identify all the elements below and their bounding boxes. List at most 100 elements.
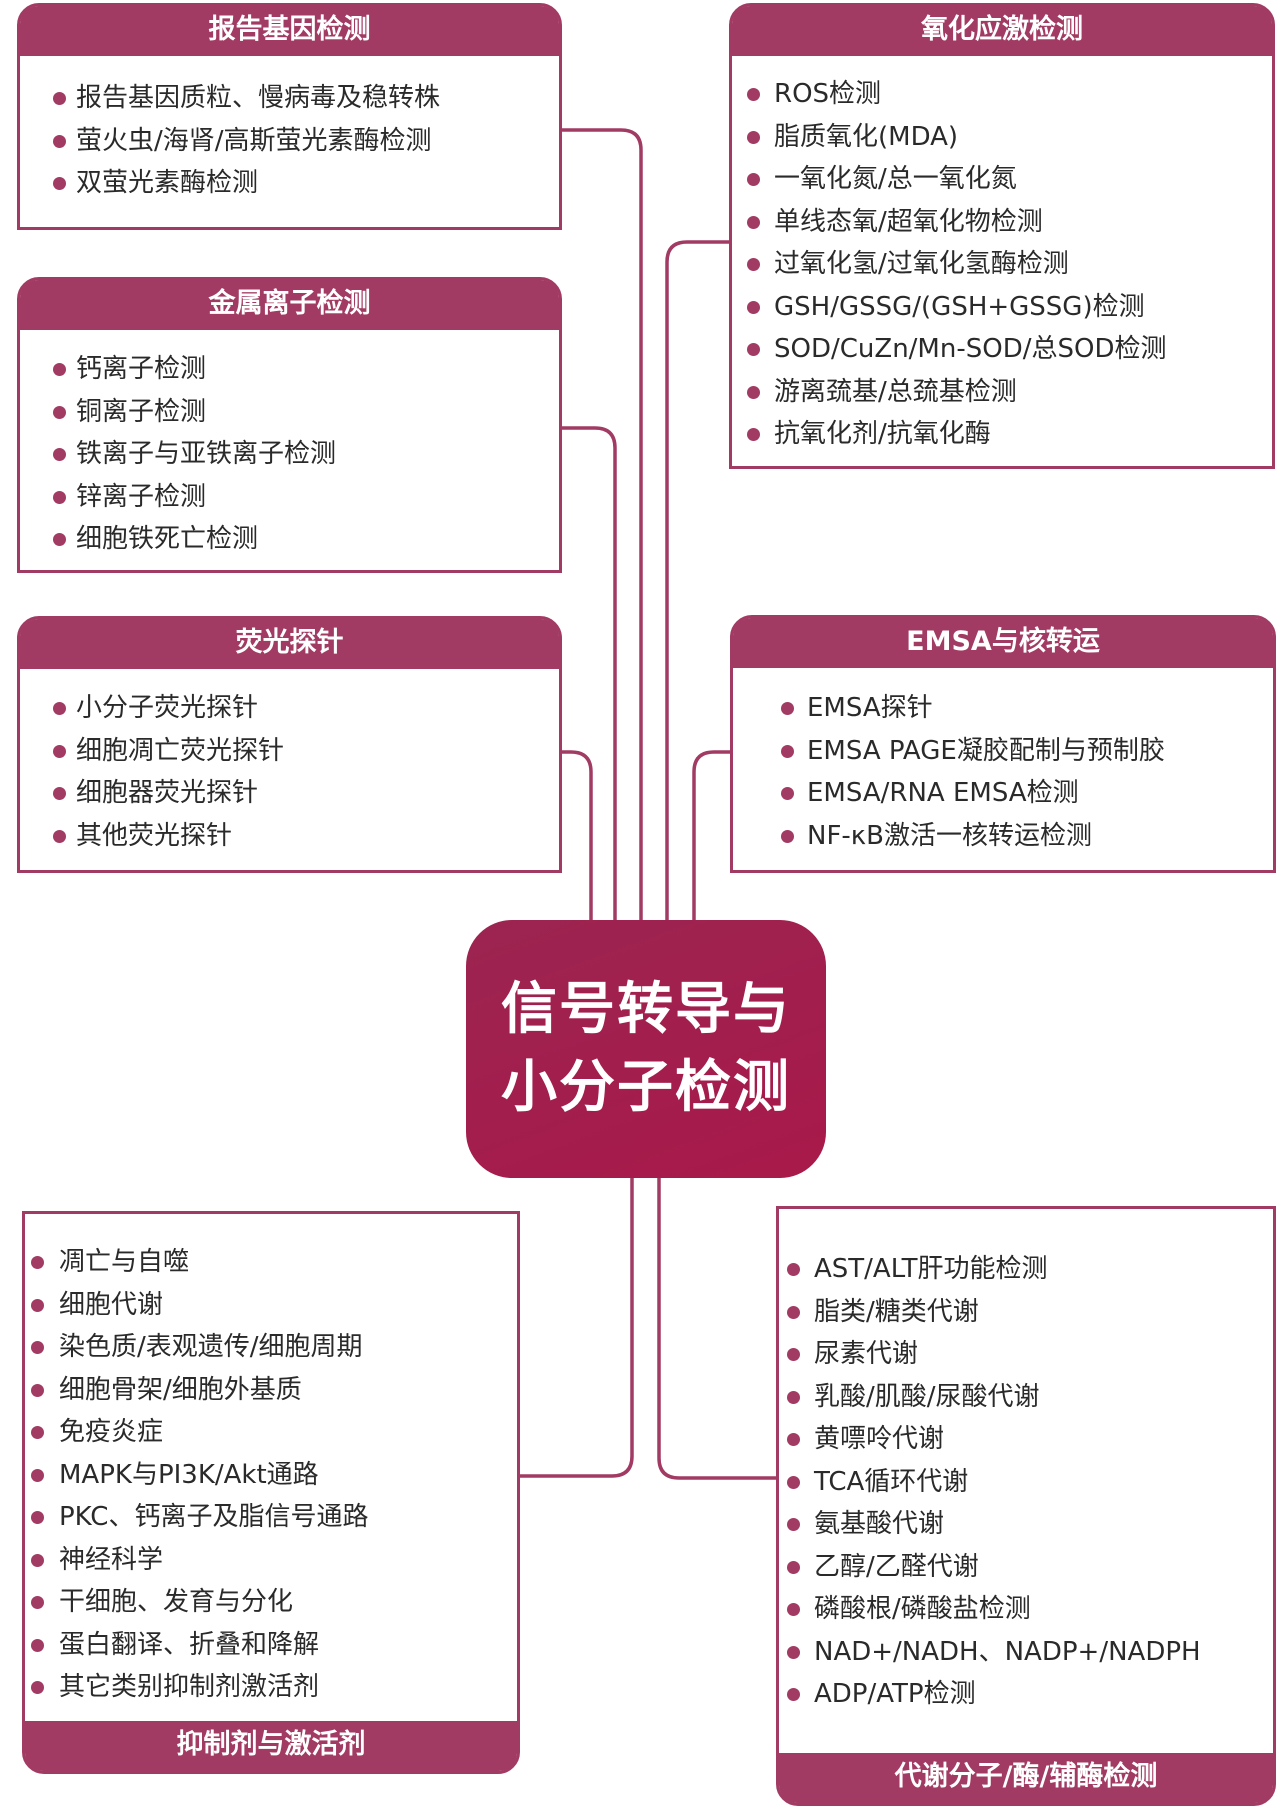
bullet-icon bbox=[747, 385, 760, 399]
bullet-icon bbox=[787, 1688, 800, 1701]
list-item-label: 氨基酸代谢 bbox=[814, 1509, 945, 1539]
box-metal-ion: 金属离子检测 钙离子检测铜离子检测铁离子与亚铁离子检测锌离子检测细胞铁死亡检测 bbox=[17, 277, 562, 573]
box-fluorescent-probe: 荧光探针 小分子荧光探针细胞凋亡荧光探针细胞器荧光探针其他荧光探针 bbox=[17, 616, 562, 873]
bullet-icon bbox=[787, 1348, 800, 1361]
bullet-icon bbox=[747, 300, 760, 314]
bullet-icon bbox=[53, 787, 66, 800]
list-item-label: AST/ALT肝功能检测 bbox=[814, 1254, 1048, 1284]
list-item-label: TCA循环代谢 bbox=[814, 1466, 969, 1497]
bullet-icon bbox=[787, 1305, 800, 1319]
list-item-label: 抗氧化剂/抗氧化酶 bbox=[774, 419, 991, 449]
list-item-label: SOD/CuZn/Mn-SOD/总SOD检测 bbox=[774, 334, 1167, 364]
list-item: 磷酸根/磷酸盐检测 bbox=[779, 1588, 1273, 1631]
connector-emsa bbox=[692, 750, 730, 920]
list-item: 细胞代谢 bbox=[25, 1284, 517, 1327]
box-title: EMSA与核转运 bbox=[733, 618, 1273, 668]
bullet-icon bbox=[787, 1390, 800, 1404]
list-item: 细胞器荧光探针 bbox=[20, 772, 559, 815]
list-item-label: 乙醇/乙醛代谢 bbox=[814, 1551, 979, 1582]
list-item-label: 细胞代谢 bbox=[59, 1289, 164, 1320]
list-item: 萤火虫/海肾/高斯萤光素酶检测 bbox=[20, 120, 559, 163]
bullet-icon bbox=[53, 829, 66, 843]
list-item: 蛋白翻译、折叠和降解 bbox=[25, 1624, 517, 1667]
connector-metabolism bbox=[657, 1178, 776, 1480]
bullet-icon bbox=[781, 702, 794, 715]
list-item-label: 尿素代谢 bbox=[814, 1339, 919, 1369]
list-item: 氨基酸代谢 bbox=[779, 1503, 1273, 1546]
box-title: 金属离子检测 bbox=[20, 280, 559, 330]
list-item: EMSA探针 bbox=[733, 687, 1273, 730]
list-item-label: 铁离子与亚铁离子检测 bbox=[76, 439, 337, 469]
list-item-label: 双萤光素酶检测 bbox=[76, 168, 259, 198]
list-item: 染色质/表观遗传/细胞周期 bbox=[25, 1326, 517, 1369]
list-item: TCA循环代谢 bbox=[779, 1461, 1273, 1504]
list-item: ROS检测 bbox=[732, 73, 1272, 116]
bullet-icon bbox=[31, 1596, 44, 1609]
bullet-icon bbox=[747, 130, 760, 144]
bullet-icon bbox=[747, 258, 760, 271]
box-title: 荧光探针 bbox=[20, 619, 559, 669]
list-item-label: EMSA探针 bbox=[807, 693, 933, 723]
box-reporter-gene: 报告基因检测 报告基因质粒、慢病毒及稳转株萤火虫/海肾/高斯萤光素酶检测双萤光素… bbox=[17, 3, 562, 230]
bullet-icon bbox=[31, 1638, 44, 1652]
bullet-icon bbox=[747, 215, 760, 229]
list-item: 一氧化氮/总一氧化氮 bbox=[732, 158, 1272, 201]
list-item-label: 乳酸/肌酸/尿酸代谢 bbox=[814, 1381, 1040, 1412]
list-item: 抗氧化剂/抗氧化酶 bbox=[732, 413, 1272, 456]
bullet-icon bbox=[53, 448, 66, 461]
list-item: 单线态氧/超氧化物检测 bbox=[732, 201, 1272, 244]
list-item-label: 一氧化氮/总一氧化氮 bbox=[774, 164, 1017, 194]
bullet-icon bbox=[53, 490, 66, 504]
bullet-icon bbox=[53, 405, 66, 419]
bullet-icon bbox=[787, 1433, 800, 1446]
list-item: GSH/GSSG/(GSH+GSSG)检测 bbox=[732, 286, 1272, 329]
bullet-icon bbox=[747, 173, 760, 186]
center-topic: 信号转导与 小分子检测 bbox=[466, 920, 826, 1178]
list-item: 双萤光素酶检测 bbox=[20, 162, 559, 205]
list-item: 过氧化氢/过氧化氢酶检测 bbox=[732, 243, 1272, 286]
list-item-label: 脂质氧化(MDA) bbox=[774, 121, 959, 152]
list-item: NAD+/NADH、NADP+/NADPH bbox=[779, 1631, 1273, 1674]
list-item-label: 萤火虫/海肾/高斯萤光素酶检测 bbox=[76, 125, 432, 156]
list-item: AST/ALT肝功能检测 bbox=[779, 1248, 1273, 1291]
list-item-label: 小分子荧光探针 bbox=[76, 693, 259, 723]
list-item-label: ADP/ATP检测 bbox=[814, 1679, 976, 1709]
list-item: 黄嘌呤代谢 bbox=[779, 1418, 1273, 1461]
list-item-label: 细胞铁死亡检测 bbox=[76, 524, 259, 554]
bullet-icon bbox=[31, 1681, 44, 1694]
list-item: 凋亡与自噬 bbox=[25, 1241, 517, 1284]
list-item-label: NF-κB激活一核转运检测 bbox=[807, 820, 1092, 851]
list-item: 其它类别抑制剂激活剂 bbox=[25, 1666, 517, 1709]
list-item-label: 钙离子检测 bbox=[76, 354, 207, 384]
bullet-icon bbox=[787, 1645, 800, 1659]
list-item-label: 细胞凋亡荧光探针 bbox=[76, 735, 285, 766]
list-item: 乳酸/肌酸/尿酸代谢 bbox=[779, 1376, 1273, 1419]
box-title: 报告基因检测 bbox=[20, 6, 559, 56]
list-item: 脂类/糖类代谢 bbox=[779, 1291, 1273, 1334]
list-item: ADP/ATP检测 bbox=[779, 1673, 1273, 1716]
list-item-label: 神经科学 bbox=[59, 1544, 164, 1575]
list-item: 其他荧光探针 bbox=[20, 815, 559, 858]
bullet-icon bbox=[31, 1553, 44, 1567]
list-item: 铁离子与亚铁离子检测 bbox=[20, 433, 559, 476]
list-item-label: ROS检测 bbox=[774, 79, 882, 109]
list-item-label: 游离巯基/总巯基检测 bbox=[774, 376, 1017, 407]
list-item-label: MAPK与PI3K/Akt通路 bbox=[59, 1459, 319, 1490]
list-item-label: 细胞骨架/细胞外基质 bbox=[59, 1374, 302, 1405]
bullet-icon bbox=[53, 92, 66, 105]
list-item: 锌离子检测 bbox=[20, 476, 559, 519]
list-item: PKC、钙离子及脂信号通路 bbox=[25, 1496, 517, 1539]
list-item: 细胞骨架/细胞外基质 bbox=[25, 1369, 517, 1412]
bullet-icon bbox=[31, 1511, 44, 1524]
connector-metal bbox=[562, 426, 617, 920]
list-item-label: 黄嘌呤代谢 bbox=[814, 1424, 945, 1454]
list-item: 脂质氧化(MDA) bbox=[732, 116, 1272, 159]
list-item-label: 染色质/表观遗传/细胞周期 bbox=[59, 1332, 363, 1362]
bullet-icon bbox=[53, 363, 66, 376]
box-oxidative-stress: 氧化应激检测 ROS检测脂质氧化(MDA)一氧化氮/总一氧化氮单线态氧/超氧化物… bbox=[729, 3, 1275, 469]
box-title: 抑制剂与激活剂 bbox=[25, 1721, 517, 1771]
bullet-icon bbox=[31, 1256, 44, 1269]
list-item-label: PKC、钙离子及脂信号通路 bbox=[59, 1502, 369, 1532]
